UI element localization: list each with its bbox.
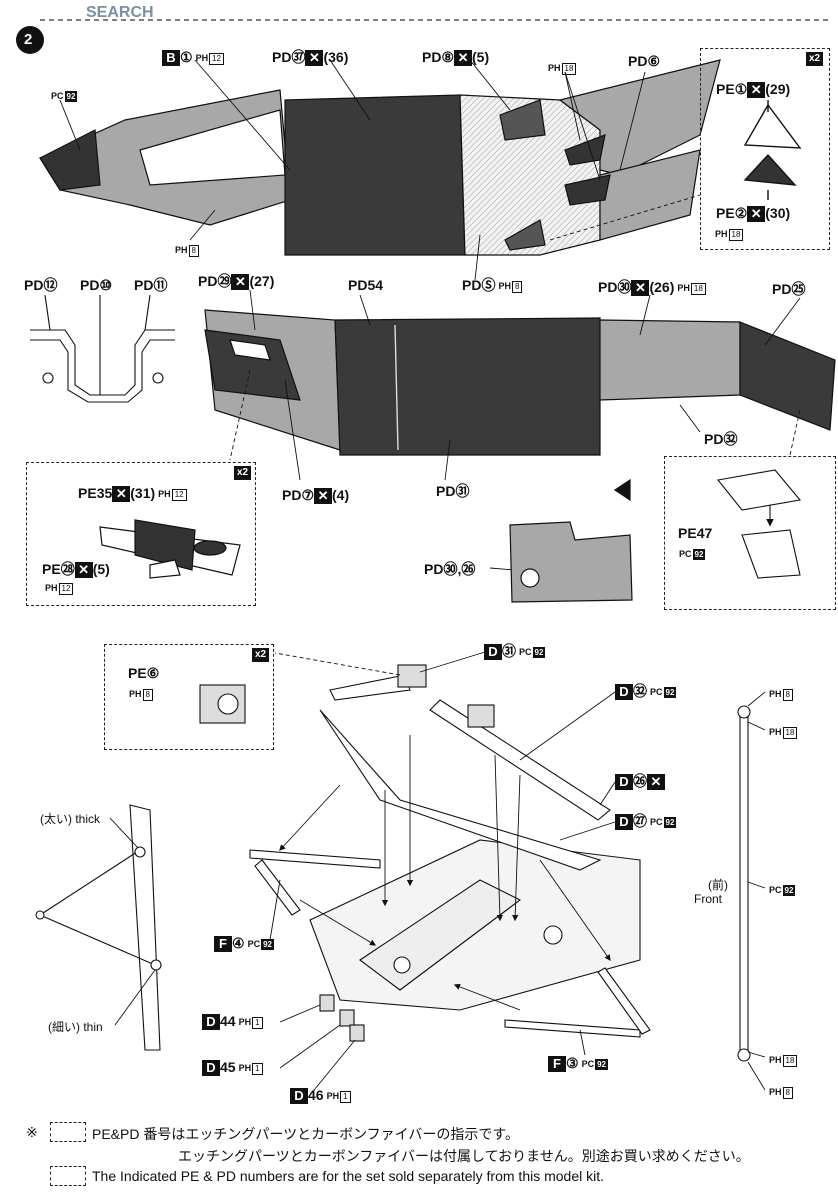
- arm-side-view: [35, 804, 162, 1051]
- label-pe28: PE㉘✕(5): [42, 561, 110, 579]
- footer-line-3: The Indicated PE & PD numbers are for th…: [92, 1168, 605, 1184]
- footer-line-1: PE&PD 番号はエッチングパーツとカーボンファイバーの指示です。: [92, 1126, 519, 1142]
- label-pd54: PD54: [348, 277, 384, 293]
- label-pd29: PD㉙✕(27): [198, 273, 275, 291]
- long-rod-part: [737, 705, 751, 1062]
- watermark-text: SEARCH: [86, 4, 154, 21]
- suspension-leaders: [269, 651, 616, 1096]
- label-pd10: PD⑩: [80, 277, 113, 293]
- front-note-en: Front: [694, 892, 723, 906]
- multiplier-badge: x2: [252, 648, 270, 662]
- label-pe6: PE⑥: [128, 665, 160, 681]
- multiplier-badge: x2: [806, 52, 824, 66]
- u-channel-detail: [30, 294, 175, 403]
- label-pd8: PD⑧✕(5): [422, 49, 490, 67]
- side-panel-part: [204, 309, 836, 456]
- inset-box-pe47: [664, 456, 836, 610]
- inset-box-pe1-pe2: [700, 48, 830, 250]
- label-pd31: PD㉛: [436, 483, 470, 499]
- label-pd7: PD⑦✕(4): [282, 487, 350, 505]
- label-pd25: PD㉕: [772, 281, 806, 297]
- label-pd37: PD㊲✕(36): [272, 49, 349, 67]
- label-pd30-comma: PD㉚,㉖: [424, 561, 476, 577]
- label-pd6: PD⑥: [628, 53, 661, 69]
- pe6-bracket-part: [199, 684, 246, 724]
- label-pe47: PE47: [678, 525, 713, 541]
- pe35-strip-part: [99, 519, 241, 579]
- label-pe2: PE②✕(30): [716, 205, 791, 223]
- suspension-assembly: [249, 664, 651, 1042]
- label-pd12: PD⑫: [24, 277, 58, 293]
- step-badge: [16, 26, 44, 54]
- rod-leaders: [747, 691, 766, 1091]
- step-number: 2: [24, 31, 33, 48]
- pd30-panel-part: [509, 478, 633, 603]
- thin-note: (細い) thin: [48, 1020, 103, 1034]
- multiplier-badge: x2: [234, 466, 252, 480]
- label-pd32: PD㉜: [704, 431, 738, 447]
- inset-box-pe6: [104, 644, 274, 750]
- pe-triangle-parts: [743, 100, 802, 200]
- footer-line-2: エッチングパーツとカーボンファイバーは付属しておりません。別途お買い求めください…: [178, 1148, 750, 1164]
- leader-lines-top: [59, 59, 701, 281]
- footer-mark: ※: [26, 1124, 38, 1140]
- arm-side-leaders: [109, 817, 156, 1026]
- thick-note: (太い) thick: [40, 812, 101, 826]
- floor-pan-part: [39, 59, 721, 256]
- label-pd11: PD⑪: [134, 277, 168, 293]
- pe47-flap-part: [716, 469, 802, 579]
- inset-box-pe35: [26, 462, 256, 606]
- footer-box-2: [50, 1166, 86, 1186]
- footer-box-1: [50, 1122, 86, 1142]
- front-note-jp: (前): [708, 878, 728, 892]
- leader-lines-mid: [229, 289, 801, 571]
- label-pe1: PE①✕(29): [716, 81, 791, 99]
